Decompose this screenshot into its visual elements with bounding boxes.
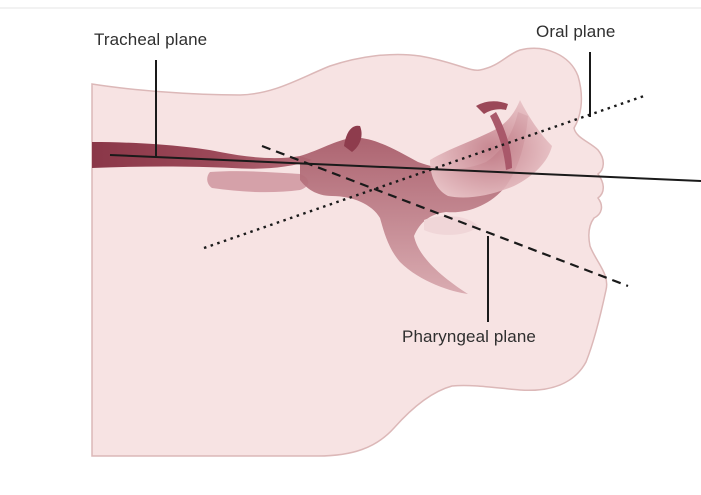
tracheal-plane-label: Tracheal plane [94,30,207,50]
esophagus [207,171,308,192]
pharyngeal-plane-label: Pharyngeal plane [402,327,536,347]
oral-plane-label: Oral plane [536,22,615,42]
head-silhouette [92,48,607,456]
